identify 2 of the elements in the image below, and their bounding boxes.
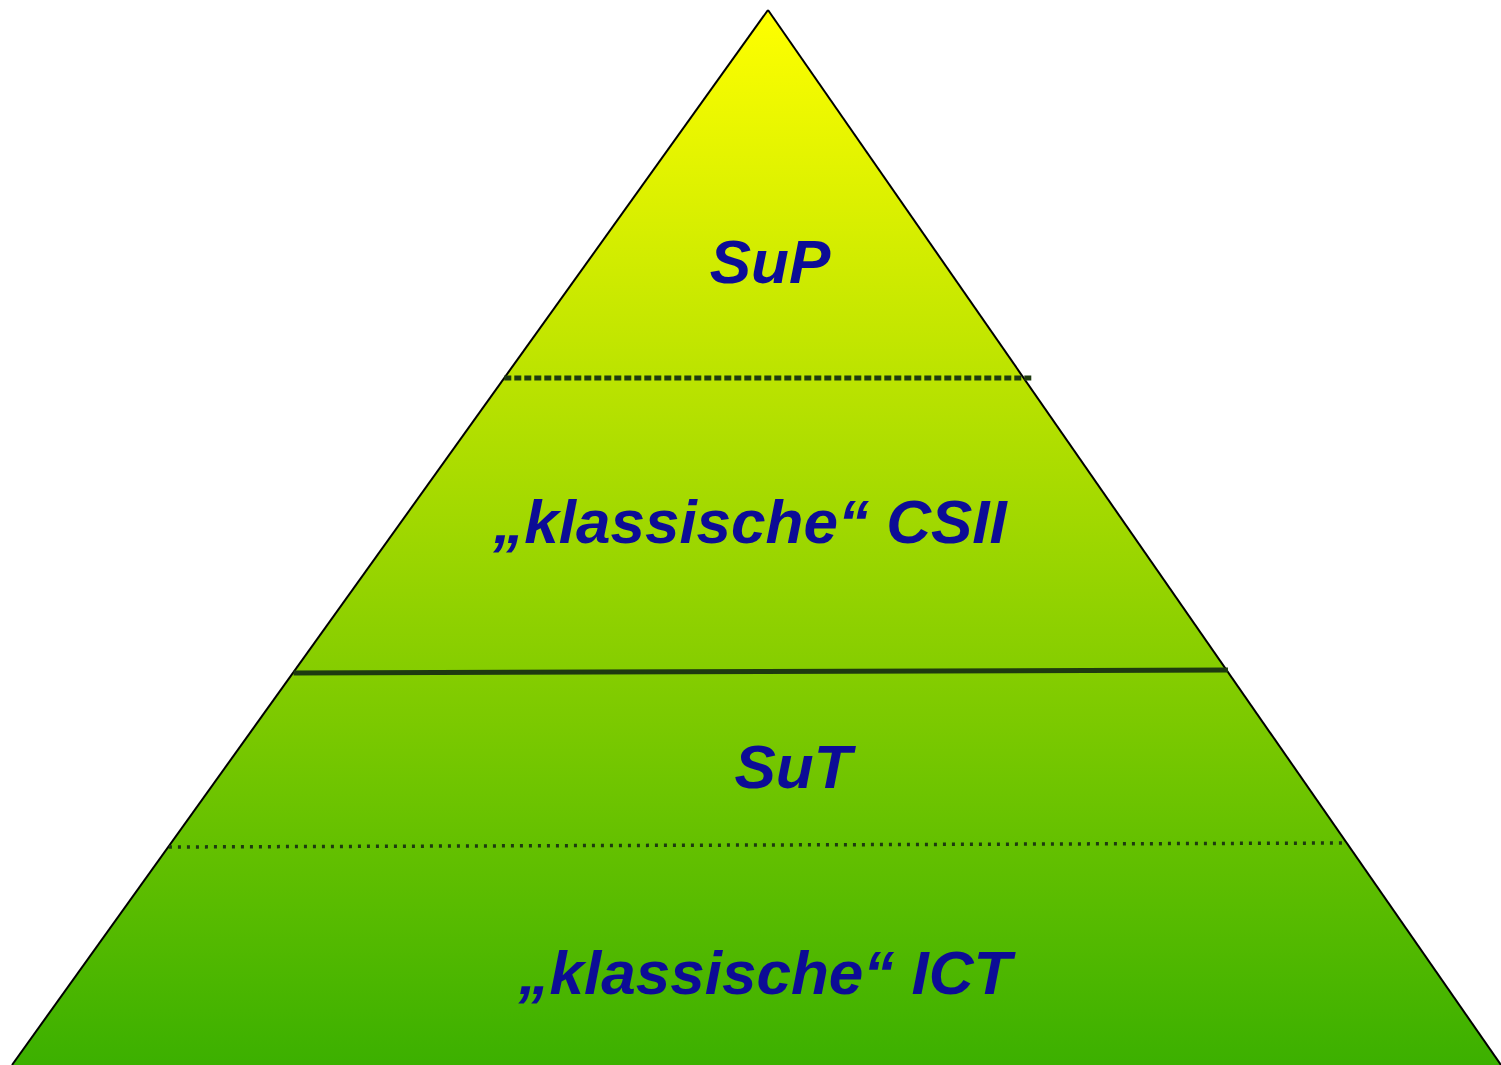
- tier-label: „klassische“ CSII: [493, 491, 1007, 553]
- tier-label: SuP: [709, 231, 831, 293]
